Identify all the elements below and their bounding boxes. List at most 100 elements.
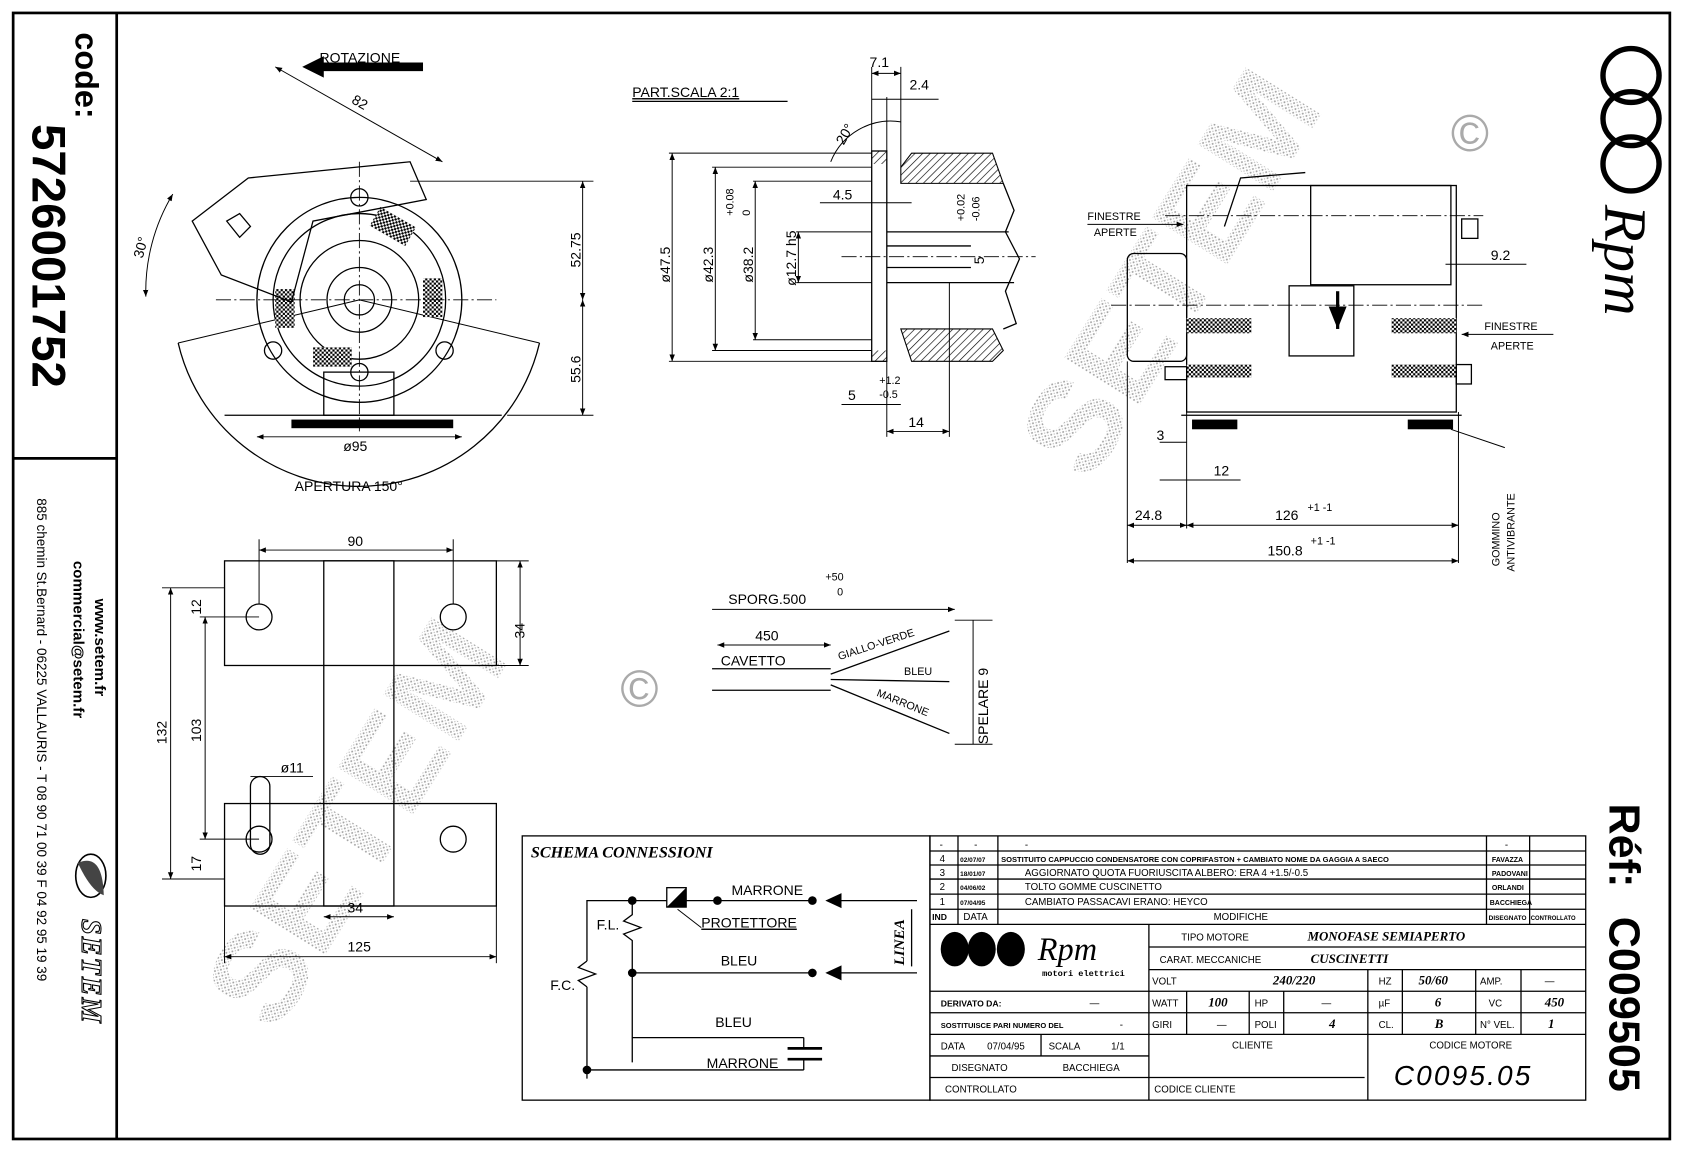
tol-150: +1 -1 <box>1311 536 1336 548</box>
header-modifications: MODIFICHE <box>1214 912 1269 923</box>
wire-brown-bottom: MARRONE <box>707 1055 779 1071</box>
watermark-text: SETEM <box>177 596 535 1050</box>
dim-12-7: ø12.7 h5 <box>783 230 799 286</box>
scale-value: 1/1 <box>1111 1041 1124 1052</box>
revision-drawn: PADOVANI <box>1492 871 1528 878</box>
fl-label: F.L. <box>597 917 620 933</box>
derived-value: — <box>1090 998 1100 1009</box>
dim-12: 12 <box>1214 463 1230 479</box>
motor-code-label: CODICE MOTORE <box>1429 1040 1512 1051</box>
dim-52-75: 52.75 <box>567 232 583 267</box>
revision-text: SOSTITUITO CAPPUCCIO CONDENSATORE CON CO… <box>1001 855 1389 864</box>
revision-table: - - - - 4 02/07/07 SOSTITUITO CAPPUCCIO … <box>932 840 1576 923</box>
checked-label: CONTROLLATO <box>945 1085 1017 1096</box>
rubber-label-1: GOMMINO <box>1490 512 1502 566</box>
revision-ind: 4 <box>940 854 946 865</box>
drawn-label: DISEGNATO <box>952 1063 1009 1074</box>
cl-label: CL. <box>1379 1020 1394 1031</box>
dim-7-1: 7.1 <box>870 54 890 70</box>
open-label-1: APERTE <box>1094 227 1137 239</box>
rotation-label: ROTAZIONE <box>319 50 400 66</box>
revision-text: TOLTO GOMME CUSCINETTO <box>1025 882 1163 893</box>
cable-view: SPORG.500 +50 0 450 CAVETTO GIALLO-VERDE… <box>712 571 993 745</box>
title-logo-tagline: motori elettrici <box>1042 969 1125 979</box>
wire-brown-top: MARRONE <box>731 882 803 898</box>
derived-label: DERIVATO DA: <box>941 998 1002 1008</box>
dim-150-8: 150.8 <box>1268 542 1303 558</box>
hz-value: 50/60 <box>1419 973 1449 988</box>
amp-label: AMP. <box>1480 977 1502 988</box>
revision-date: 04/06/02 <box>960 885 986 892</box>
reference-label: Réf: <box>1599 804 1647 888</box>
angle-30: 30° <box>130 235 151 260</box>
dim-9-2: 9.2 <box>1491 247 1511 263</box>
tol-126: +1 -1 <box>1307 502 1332 514</box>
watt-value: 100 <box>1208 994 1228 1009</box>
revision-ind: 2 <box>940 882 945 893</box>
watt-label: WATT <box>1152 998 1178 1009</box>
website-link[interactable]: www.setem.fr <box>91 598 108 697</box>
dim-17: 17 <box>188 856 204 872</box>
wire-blue-mid: BLEU <box>721 952 758 968</box>
volt-value: 240/220 <box>1272 973 1316 988</box>
protector-label: PROTETTORE <box>701 915 797 931</box>
wire-label-blue: BLEU <box>904 666 932 678</box>
code-label: code: <box>69 32 105 118</box>
tol-5-minus: -0.06 <box>971 197 983 222</box>
revision-date: - <box>974 840 977 851</box>
hp-value: — <box>1321 998 1331 1009</box>
revision-drawn: FAVAZZA <box>1492 857 1523 864</box>
giri-label: GIRI <box>1152 1020 1172 1031</box>
dim-3: 3 <box>1156 427 1164 443</box>
header-drawn: DISEGNATO <box>1489 915 1527 922</box>
rpm-logo: Rpm <box>1591 45 1662 316</box>
title-logo-text: Rpm <box>1037 931 1097 967</box>
dim-125: 125 <box>348 938 372 954</box>
motor-code-value: C0095.05 <box>1394 1060 1533 1091</box>
tol-38-zero: 0 <box>741 210 753 216</box>
revision-date: 07/04/95 <box>960 900 986 907</box>
date-value: 07/04/95 <box>987 1041 1025 1052</box>
strip-label: SPELARE 9 <box>975 668 991 745</box>
vc-label: VC <box>1489 998 1502 1009</box>
drawn-value: BACCHIEGA <box>1063 1063 1121 1074</box>
brand-name: SETEM <box>75 919 106 1025</box>
date-label: DATA <box>941 1041 966 1052</box>
giri-value: — <box>1217 1020 1227 1031</box>
volt-label: VOLT <box>1152 977 1177 988</box>
dim-55-6: 55.6 <box>567 355 583 382</box>
revision-date: 02/07/07 <box>960 857 986 864</box>
email-link[interactable]: commercial@setem.fr <box>70 561 87 718</box>
tol-5-plus: +0.02 <box>955 194 967 221</box>
watermark-copyright: © <box>620 659 658 717</box>
angle-20: 20° <box>832 121 856 147</box>
dim-132: 132 <box>153 721 169 745</box>
rubber-label-2: ANTIVIBRANTE <box>1506 493 1518 571</box>
dim-82: 82 <box>349 91 371 113</box>
cable-label: CAVETTO <box>721 652 786 668</box>
dim-103: 103 <box>188 718 204 742</box>
speeds-value: 1 <box>1548 1016 1554 1031</box>
tol-plus: +1.2 <box>879 375 900 387</box>
hp-label: HP <box>1255 998 1268 1009</box>
uf-label: µF <box>1379 998 1391 1009</box>
dim-24-8: 24.8 <box>1135 507 1162 523</box>
dim-14: 14 <box>908 414 924 430</box>
schema-title: SCHEMA CONNESSIONI <box>531 844 714 861</box>
mech-label: CARAT. MECCANICHE <box>1160 955 1262 966</box>
dim-34-horizontal: 34 <box>348 899 364 915</box>
dim-34-vertical: 34 <box>511 623 527 639</box>
header-date: DATA <box>963 912 988 923</box>
tol-38-plus: +0.08 <box>725 188 737 215</box>
reference-value: C009505 <box>1599 917 1647 1092</box>
watermark-copyright: © <box>1451 104 1489 162</box>
revision-text: - <box>1025 840 1028 851</box>
uf-value: 6 <box>1435 994 1442 1009</box>
drawing-frame <box>11 11 1672 1141</box>
client-label: CLIENTE <box>1232 1040 1273 1051</box>
opening-label: APERTURA 150° <box>295 478 403 494</box>
dim-5: 5 <box>848 387 856 403</box>
bracket-view: 90 132 103 12 17 34 ø11 34 125 <box>153 533 529 964</box>
watermark-text: SETEM <box>991 46 1349 500</box>
